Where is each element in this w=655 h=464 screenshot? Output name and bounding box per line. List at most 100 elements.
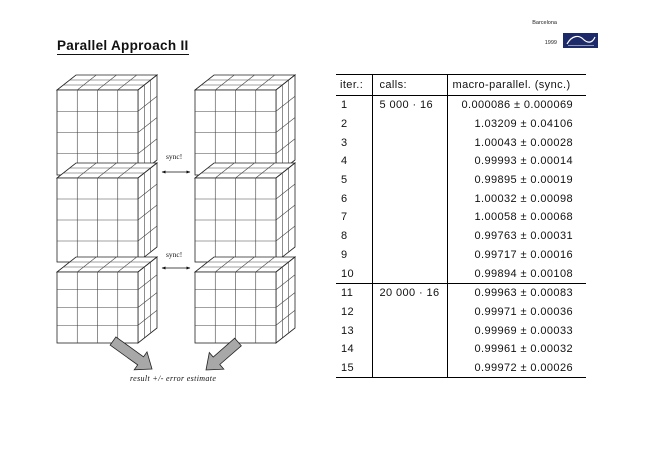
conference-year: 1999 [544,40,557,46]
calls-cell [371,358,448,378]
calls-cell: 20 000 · 16 [371,282,448,303]
calls-cell [371,226,448,246]
grid-line [77,162,97,179]
grid-line [137,274,158,290]
grid-line [117,256,137,273]
grid-cube [55,162,159,263]
grid-line [77,256,97,273]
merge-arrow [109,336,153,371]
grid-line [137,117,158,133]
grid-line [137,138,158,154]
grid-line [215,162,235,179]
workshop-logo [563,33,598,48]
table-row: 15 0.99972 ± 0.00026 [336,358,586,378]
table-header-row: iter.: calls: macro-parallel. (sync.) [336,74,586,96]
grid-line [137,292,158,308]
result-cell: 0.99972 ± 0.00026 [474,361,573,374]
grid-line [137,225,158,242]
calls-cell [371,321,448,340]
cube-side-face [137,162,158,263]
result-cell: 1.00043 ± 0.00028 [474,136,573,149]
slide-title: Parallel Approach II [57,38,189,55]
grid-cube [55,256,159,344]
result-cell: 0.99763 ± 0.00031 [474,230,573,243]
iteration-cell: 7 [341,211,348,224]
grid-line [275,183,296,200]
cube-side-face [275,256,296,344]
grid-line [235,74,255,91]
cube-side-face [137,256,158,344]
iteration-cell: 4 [341,155,348,168]
calls-cell [371,152,448,171]
calls-cell [371,208,448,227]
calls-cell [371,339,448,359]
grid-line [235,256,255,273]
grid-line [215,256,235,273]
grid-line [275,117,296,133]
grid-line [275,204,296,221]
grid-line [137,96,158,112]
grid-line [255,162,275,179]
grid-line [275,225,296,242]
table-row: 7 1.00058 ± 0.00068 [336,208,586,227]
cube-side-face [275,74,296,176]
cube-top-face [55,74,159,91]
calls-cell [371,245,448,265]
grid-line [275,138,296,154]
result-cell: 0.99894 ± 0.00108 [474,267,573,280]
iteration-cell: 11 [336,282,372,303]
conference-place: Barcelona [532,20,557,26]
calls-cell [371,170,448,190]
cube-top-face [193,162,297,179]
cube-front-face [194,177,277,263]
grid-line [275,310,296,326]
result-cell: 0.99969 ± 0.00033 [474,324,573,337]
cube-top-face [193,74,297,91]
result-cell: 1.00032 ± 0.00098 [474,192,573,205]
result-cell: 0.99961 ± 0.00032 [474,343,573,356]
result-cell: 0.99993 ± 0.00014 [474,155,573,168]
cube-side-face [275,162,296,263]
grid-line [255,256,275,273]
result-cell: 0.99971 ± 0.00036 [474,305,573,318]
sync-label: sync! [166,250,183,259]
cube-top-face [55,162,159,179]
grid-line [275,96,296,112]
cube-front-face [56,177,139,263]
result-cell: 1.00058 ± 0.00068 [474,211,573,224]
header-calls: calls: [371,74,448,96]
calls-cell: 5 000 · 16 [371,95,448,115]
result-cell: 0.99717 ± 0.00016 [474,248,573,261]
grid-cube [55,74,159,176]
grid-line [117,74,137,91]
calls-cell [371,133,448,153]
iteration-cell: 15 [341,361,355,374]
grid-line [275,292,296,308]
grid-cube [193,74,297,176]
cube-front-face [194,89,277,176]
result-cell: 0.000086 ± 0.000069 [461,99,573,112]
sync-label: sync! [166,152,183,161]
cube-top-face [193,256,297,273]
iteration-cell: 9 [341,248,348,261]
grid-line [137,183,158,200]
merge-arrow [205,337,242,371]
iteration-cell: 3 [341,136,348,149]
header-result: macro-parallel. (sync.) [447,74,586,96]
grid-line [137,204,158,221]
iteration-cell: 6 [341,192,348,205]
logo-swoosh [566,35,596,45]
grid-line [235,162,255,179]
calls-cell [371,264,448,284]
table-row: 9 0.99717 ± 0.00016 [336,245,586,265]
header-iter: iter.: [336,74,372,96]
